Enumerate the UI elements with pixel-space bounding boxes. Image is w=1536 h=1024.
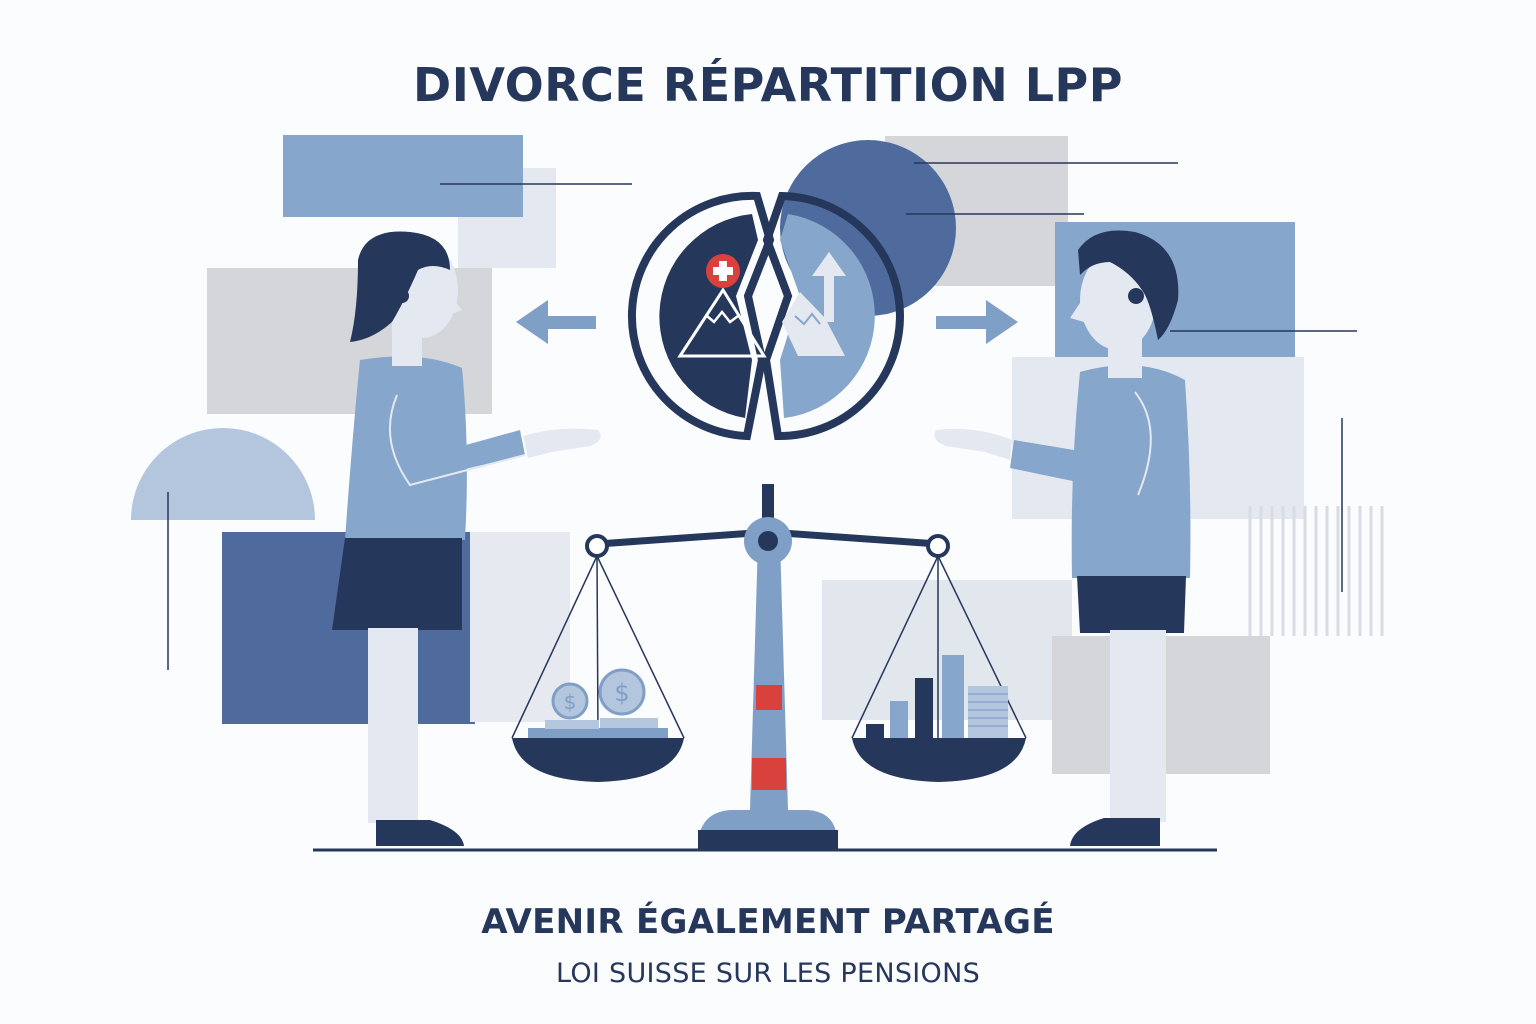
growth-arrow-icon <box>782 252 846 356</box>
mountain-icon <box>677 287 767 358</box>
coin-icon: $ $ <box>528 668 668 738</box>
tagline: AVENIR ÉGALEMENT PARTAGÉ <box>481 902 1055 942</box>
arrow-right-icon <box>936 300 1018 344</box>
woman-figure <box>332 231 601 846</box>
balance-scale-icon <box>511 484 1027 850</box>
man-figure <box>934 230 1191 846</box>
page-title: DIVORCE RÉPARTITION LPP <box>413 58 1123 112</box>
svg-text:$: $ <box>564 690 577 714</box>
arrow-left-icon <box>516 300 596 344</box>
svg-text:$: $ <box>614 679 629 707</box>
bar-chart-icon <box>866 655 1008 738</box>
split-circle-pension-icon <box>627 191 904 441</box>
swiss-cross-icon <box>706 254 740 288</box>
caption: LOI SUISSE SUR LES PENSIONS <box>555 958 981 989</box>
